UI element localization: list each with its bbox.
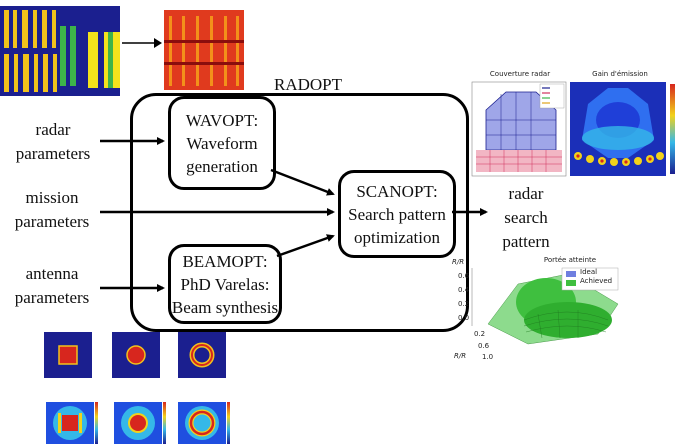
input-label: parameters	[14, 288, 90, 307]
box-label: Search pattern	[348, 204, 446, 224]
legend-ideal-label: Ideal	[580, 268, 598, 276]
legend-achieved-label: Achieved	[580, 277, 613, 285]
waveform-matrix-thumbnail	[0, 6, 120, 96]
box-label: generation	[186, 156, 258, 176]
range-y-tick: 0.4	[458, 286, 470, 294]
gain-title: Gain d'émission	[592, 70, 648, 78]
input-radar-parameters: radar parameters	[8, 118, 98, 166]
beam-pattern-square	[44, 398, 100, 444]
box-label: Waveform	[186, 133, 258, 153]
input-label: antenna	[25, 264, 79, 283]
range-x-tick: 0.2	[474, 330, 486, 338]
beam-mask-square	[44, 332, 92, 378]
beam-pattern-ring	[176, 398, 232, 444]
beam-pattern-circle	[112, 398, 168, 444]
range-y-label: R/R	[452, 258, 465, 266]
range-y-tick: 0.2	[458, 300, 470, 308]
input-label: parameters	[14, 212, 90, 231]
range-x-tick: 0.6	[478, 342, 490, 350]
box-label: optimization	[354, 227, 440, 247]
input-mission-parameters: mission parameters	[4, 186, 100, 234]
scanopt-box: SCANOPT: Search pattern optimization	[338, 170, 456, 258]
beamopt-box: BEAMOPT: PhD Varelas: Beam synthesis	[168, 244, 282, 324]
arrow-wavopt-to-scanopt	[270, 168, 335, 196]
coverage-radar-plot	[471, 81, 567, 177]
beam-mask-circle	[112, 332, 160, 378]
output-label: pattern	[502, 232, 550, 251]
range-x-tick: 1.0	[482, 353, 494, 361]
range-title: Portée atteinte	[543, 256, 597, 264]
range-y-tick: 0.0	[458, 314, 470, 322]
input-label: parameters	[15, 144, 91, 163]
waveform-heatmap-thumbnail	[164, 10, 244, 90]
radopt-title: RADOPT	[273, 75, 342, 94]
coverage-title: Couverture radar	[489, 70, 551, 78]
range-x-label: R/R	[454, 352, 467, 360]
box-label: Beam synthesis	[171, 297, 279, 317]
box-label: BEAMOPT:	[182, 251, 268, 271]
box-label: WAVOPT:	[185, 110, 259, 130]
box-label: SCANOPT:	[356, 181, 438, 201]
output-radar-search-pattern: radar search pattern	[490, 182, 562, 254]
output-label: radar	[508, 184, 544, 203]
beam-mask-ring	[178, 332, 226, 378]
box-label: PhD Varelas:	[180, 274, 270, 294]
input-label: radar	[35, 120, 71, 139]
range-achieved-plot	[471, 267, 619, 345]
wavopt-box: WAVOPT: Waveform generation	[168, 96, 276, 190]
input-label: mission	[25, 188, 79, 207]
arrow-beamopt-to-scanopt	[276, 234, 335, 258]
range-y-tick: 0.6	[458, 272, 470, 280]
transform-arrow	[122, 38, 162, 48]
input-antenna-parameters: antenna parameters	[4, 262, 100, 310]
gain-emission-plot	[570, 82, 675, 176]
output-label: search	[504, 208, 548, 227]
